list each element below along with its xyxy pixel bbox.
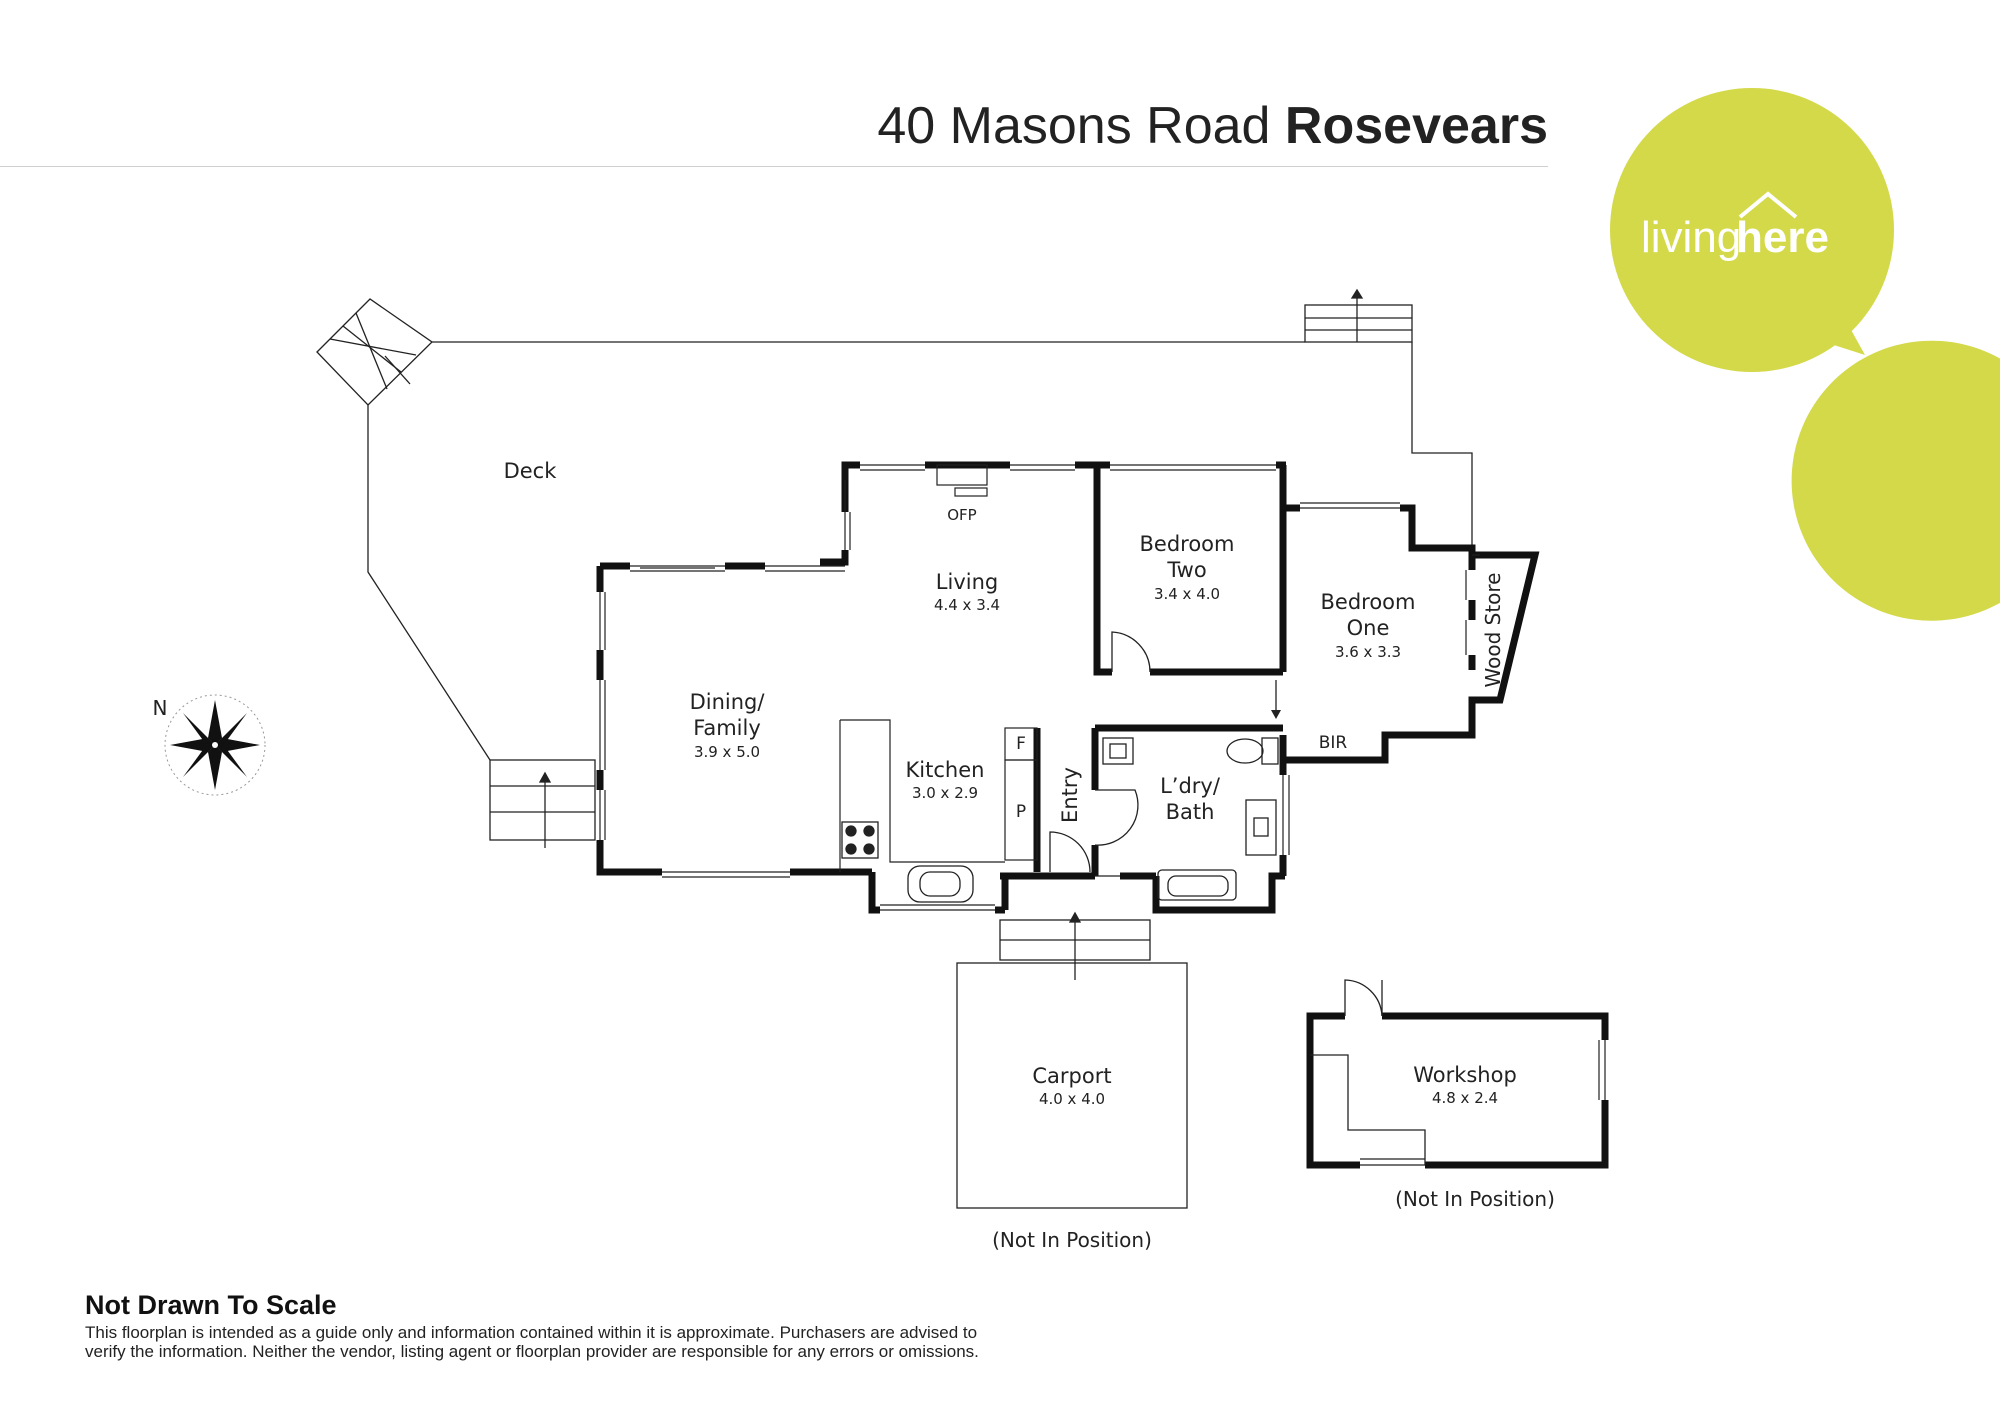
laundry-label-2: Bath (1166, 800, 1215, 824)
bathtub-icon (1157, 869, 1237, 901)
logo-text-living: living (1641, 213, 1741, 262)
workshop-size: 4.8 x 2.4 (1432, 1089, 1498, 1107)
workshop-label: Workshop (1413, 1063, 1517, 1087)
livinghere-logo: living here (1610, 88, 2000, 621)
wood-store-label: Wood Store (1481, 573, 1505, 688)
laundry-tub-icon (1102, 737, 1134, 765)
header: 40 Masons Road Rosevears (0, 96, 1548, 176)
logo-text-here: here (1736, 213, 1829, 262)
house-roof-icon (1738, 191, 1798, 219)
dining-label-2: Family (693, 716, 761, 740)
deck-label: Deck (504, 459, 558, 483)
bir-label: BIR (1319, 733, 1348, 753)
carport-outline (956, 962, 1188, 1209)
house-walls (596, 461, 1540, 914)
living-size: 4.4 x 3.4 (934, 596, 1000, 614)
bedroom-two-label-1: Bedroom (1140, 532, 1235, 556)
compass-rose-icon (164, 694, 266, 796)
carport-note: (Not In Position) (992, 1228, 1152, 1252)
bedroom-one-label-2: One (1347, 616, 1390, 640)
vanity-icon (1245, 799, 1277, 856)
bedroom-two-label-2: Two (1166, 558, 1206, 582)
cooktop-icon (841, 821, 879, 859)
fridge-label: F (1016, 734, 1026, 754)
disclaimer: Not Drawn To Scale This floorplan is int… (85, 1290, 1185, 1361)
laundry-label-1: L’dry/ (1160, 774, 1221, 798)
kitchen-label: Kitchen (906, 758, 985, 782)
workshop-note: (Not In Position) (1395, 1187, 1555, 1211)
kitchen-size: 3.0 x 2.9 (912, 784, 978, 802)
disclaimer-line-1: This floorplan is intended as a guide on… (85, 1323, 978, 1342)
fixtures (841, 737, 1279, 903)
disclaimer-heading: Not Drawn To Scale (85, 1290, 337, 1320)
window-lines (599, 464, 1480, 911)
door-swings (1049, 631, 1151, 873)
bedroom-one-size: 3.6 x 3.3 (1335, 643, 1401, 661)
kitchen-sink-icon (907, 865, 974, 903)
ofp-label: OFP (947, 506, 976, 524)
page-title: 40 Masons Road Rosevears (877, 96, 1548, 156)
address-suburb: Rosevears (1284, 97, 1548, 155)
disclaimer-line-2: verify the information. Neither the vend… (85, 1342, 979, 1361)
bedroom-one-label-1: Bedroom (1321, 590, 1416, 614)
room-labels: OFP Living 4.4 x 3.4 Bedroom Two 3.4 x 4… (690, 506, 1555, 1252)
dining-label-1: Dining/ (690, 690, 766, 714)
deck (316, 288, 1473, 848)
pantry-label: P (1016, 802, 1026, 822)
toilet-icon (1226, 737, 1279, 765)
arrow-icon (1271, 680, 1281, 719)
carport-size: 4.0 x 4.0 (1039, 1090, 1105, 1108)
carport-label: Carport (1032, 1064, 1111, 1088)
address-street: 40 Masons Road (877, 97, 1271, 155)
bedroom-two-size: 3.4 x 4.0 (1154, 585, 1220, 603)
dining-size: 3.9 x 5.0 (694, 743, 760, 761)
workshop-outline (1306, 979, 1609, 1169)
entry-steps (999, 911, 1151, 980)
compass-north-label: N (153, 696, 168, 720)
living-label: Living (936, 570, 998, 594)
header-divider (0, 166, 1548, 167)
entry-label: Entry (1058, 767, 1082, 823)
